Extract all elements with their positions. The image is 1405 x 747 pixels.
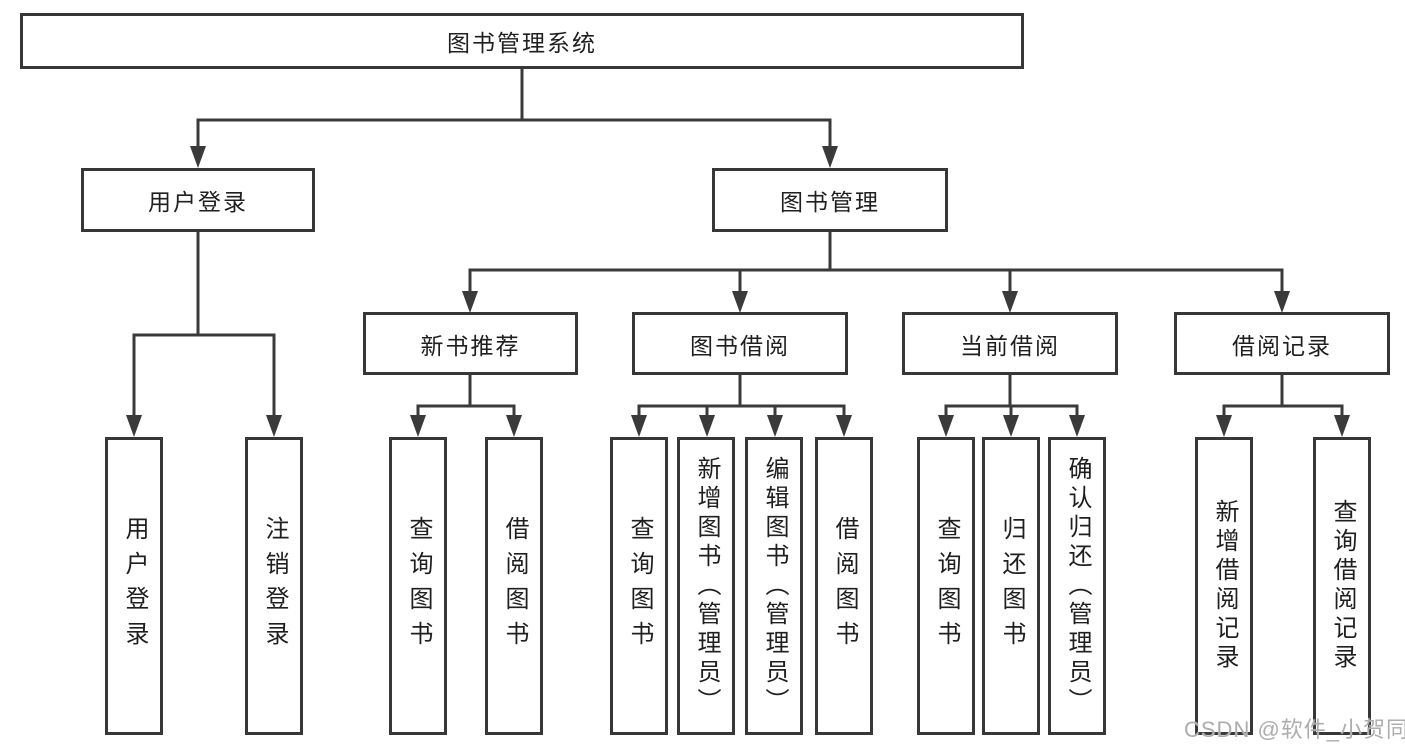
node-current-borrow: 当前借阅 [902,312,1118,375]
node-user-login-action-label: 用户登录 [121,516,148,656]
node-user-login-action: 用户登录 [105,437,163,735]
node-confirm-return-admin-label: 确认归还（管理员） [1064,455,1091,717]
node-add-borrow-record-label: 新增借阅记录 [1211,499,1238,673]
node-edit-books-admin-label: 编辑图书（管理员） [761,455,788,717]
node-borrow-books-recommend: 借阅图书 [485,437,543,735]
node-new-book-recommend: 新书推荐 [363,312,578,375]
node-edit-books-admin: 编辑图书（管理员） [745,437,803,735]
node-logout-action: 注销登录 [245,437,303,735]
node-book-borrow-label: 图书借阅 [690,332,790,359]
node-root: 图书管理系统 [20,13,1024,69]
node-confirm-return-admin: 确认归还（管理员） [1048,437,1106,735]
node-return-books: 归还图书 [982,437,1040,735]
node-borrow-books: 借阅图书 [815,437,873,735]
watermark: CSDN @软件_小贺同学 [1184,717,1405,742]
node-book-management-label: 图书管理 [780,189,880,215]
node-add-books-admin: 新增图书（管理员） [677,437,735,735]
node-new-book-recommend-label: 新书推荐 [420,332,521,359]
node-borrow-records-label: 借阅记录 [1232,332,1332,359]
node-add-books-admin-label: 新增图书（管理员） [693,455,720,717]
node-query-books-recommend: 查询图书 [389,437,447,735]
node-borrow-books-label: 借阅图书 [831,516,858,656]
node-query-books-current-label: 查询图书 [933,516,960,656]
node-query-books-recommend-label: 查询图书 [405,516,432,656]
node-add-borrow-record: 新增借阅记录 [1195,437,1253,735]
node-current-borrow-label: 当前借阅 [960,332,1060,359]
node-book-borrow: 图书借阅 [632,312,848,375]
node-borrow-books-recommend-label: 借阅图书 [501,516,528,656]
node-query-borrow-record: 查询借阅记录 [1313,437,1371,735]
node-query-books-borrow: 查询图书 [610,437,668,735]
node-query-borrow-record-label: 查询借阅记录 [1329,499,1356,673]
node-user-login: 用户登录 [81,168,315,232]
node-book-management: 图书管理 [712,168,948,232]
node-user-login-label: 用户登录 [148,189,248,215]
node-return-books-label: 归还图书 [998,516,1025,656]
node-root-label: 图书管理系统 [447,30,597,56]
node-query-books-borrow-label: 查询图书 [626,516,653,656]
node-query-books-current: 查询图书 [917,437,975,735]
node-borrow-records: 借阅记录 [1174,312,1390,375]
node-logout-action-label: 注销登录 [261,516,288,656]
